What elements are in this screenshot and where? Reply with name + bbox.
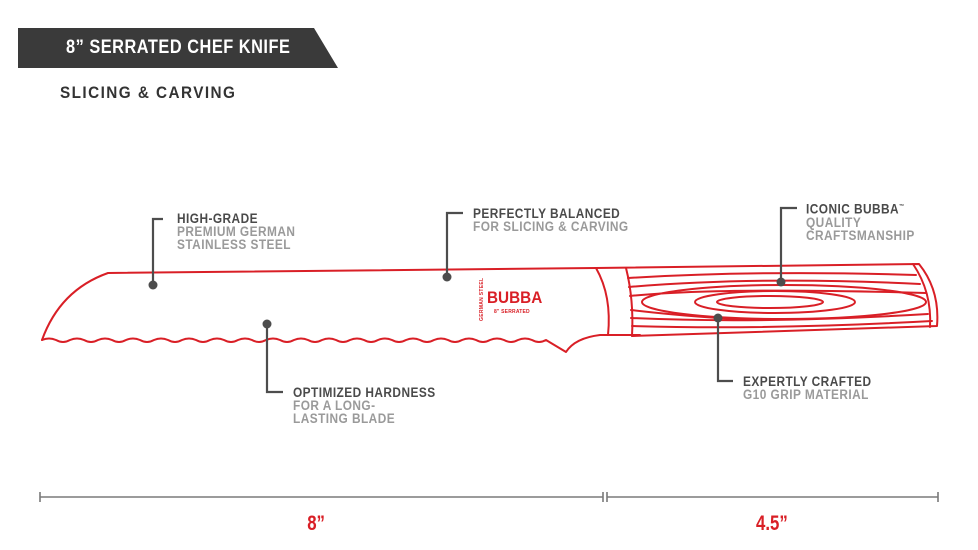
callout-detail: QUALITY — [806, 214, 862, 230]
banner-shape — [18, 28, 338, 68]
leader-balanced — [445, 211, 463, 276]
callout-balanced: PERFECTLY BALANCED FOR SLICING & CARVING — [473, 206, 629, 234]
callout-detail: G10 GRIP MATERIAL — [743, 387, 869, 402]
callout-heading: PERFECTLY BALANCED — [473, 206, 621, 221]
bolster-line — [595, 267, 610, 336]
callout-detail: CRAFTSMANSHIP — [806, 227, 915, 243]
callout-heading-text: ICONIC BUBBA — [806, 201, 900, 217]
blade-vertical-mark: GERMAN STEEL — [479, 277, 485, 321]
leader-hardness — [265, 324, 283, 394]
product-subtitle: SLICING & CARVING — [60, 83, 237, 102]
leader-high-grade — [151, 217, 163, 284]
callout-hardness: OPTIMIZED HARDNESS FOR A LONG- LASTING B… — [293, 385, 436, 426]
callout-detail: STAINLESS STEEL — [177, 237, 291, 252]
callout-detail: FOR A LONG- — [293, 398, 376, 413]
product-title: 8” SERRATED CHEF KNIFE — [66, 37, 291, 58]
callout-high-grade: HIGH-GRADE PREMIUM GERMAN STAINLESS STEE… — [177, 211, 296, 252]
callout-detail: LASTING BLADE — [293, 411, 396, 426]
handle-front-line — [625, 267, 634, 337]
blade-serrated-edge — [41, 334, 641, 353]
dot-high-grade — [148, 280, 158, 290]
callout-detail: PREMIUM GERMAN — [177, 224, 296, 239]
callout-detail: FOR SLICING & CARVING — [473, 219, 629, 234]
blade-brand-logo: BUBBA — [487, 288, 543, 307]
callout-grip: EXPERTLY CRAFTED G10 GRIP MATERIAL — [743, 374, 872, 402]
dot-balanced — [442, 272, 452, 282]
callout-heading: HIGH-GRADE — [177, 211, 258, 226]
leader-grip — [716, 318, 733, 383]
dot-hardness — [262, 319, 272, 329]
handle-length-label: 4.5” — [755, 512, 788, 535]
blade-spine — [41, 267, 597, 341]
blade-length-label: 8” — [307, 512, 325, 535]
callout-heading: ICONIC BUBBA™ — [806, 201, 915, 216]
blade-model-mark: 8" SERRATED — [494, 309, 530, 315]
callout-heading: EXPERTLY CRAFTED — [743, 374, 872, 389]
callout-iconic: ICONIC BUBBA™ QUALITY CRAFTSMANSHIP — [806, 201, 915, 242]
dot-iconic — [776, 277, 786, 287]
trademark-mark: ™ — [899, 204, 905, 210]
callout-heading: OPTIMIZED HARDNESS — [293, 385, 436, 400]
title-banner: 8” SERRATED CHEF KNIFE — [18, 28, 338, 68]
leader-iconic — [779, 206, 797, 282]
dot-grip — [713, 313, 723, 323]
handle-outline — [595, 263, 939, 337]
